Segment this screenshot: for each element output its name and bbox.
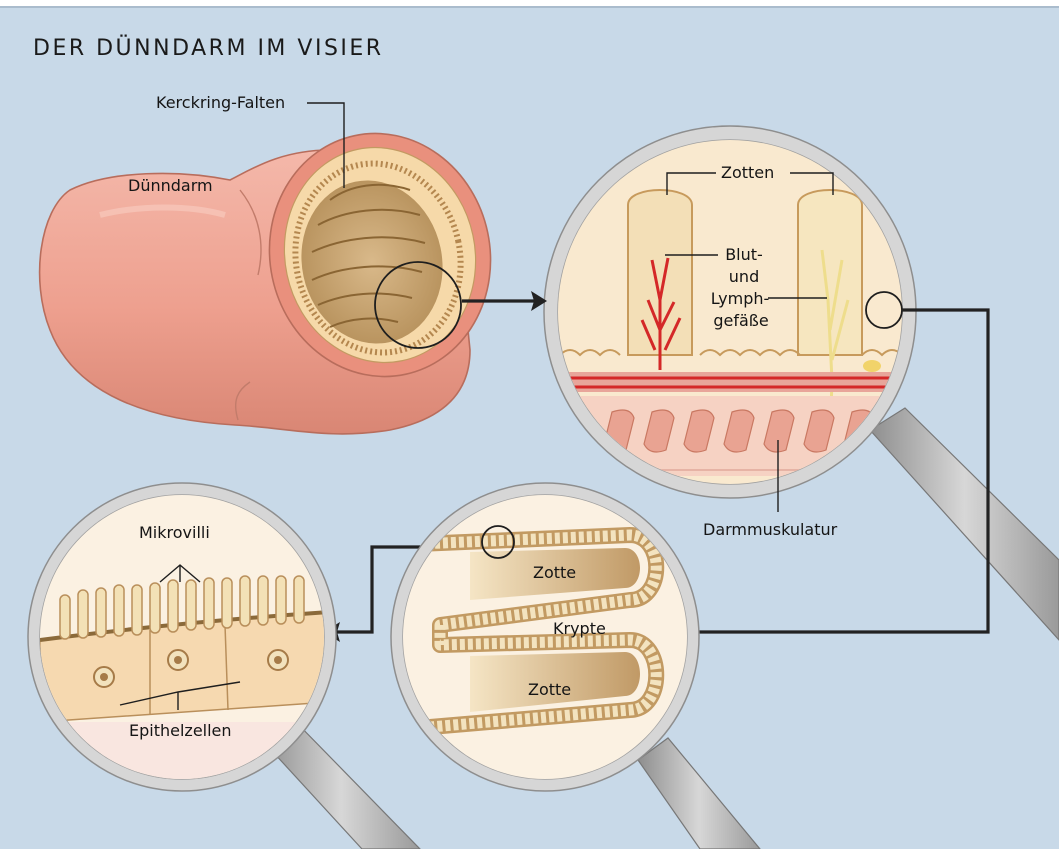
label-zotten: Zotten [721, 163, 774, 183]
label-kerckring-falten: Kerckring-Falten [156, 93, 285, 113]
label-blut: Blut- [722, 245, 766, 265]
label-zotte-bottom: Zotte [528, 680, 571, 700]
label-krypte: Krypte [553, 619, 606, 639]
label-mikrovilli: Mikrovilli [139, 523, 210, 543]
label-epithelzellen: Epithelzellen [129, 721, 232, 741]
label-und: und [722, 267, 766, 287]
label-duenndarm: Dünndarm [128, 176, 213, 196]
label-zotte-top: Zotte [533, 563, 576, 583]
label-lymph: Lymph- [710, 289, 770, 309]
label-darmmuskulatur: Darmmuskulatur [703, 520, 837, 540]
diagram-title: DER DÜNNDARM IM VISIER [33, 36, 384, 61]
label-gefaesse: gefäße [712, 311, 770, 331]
